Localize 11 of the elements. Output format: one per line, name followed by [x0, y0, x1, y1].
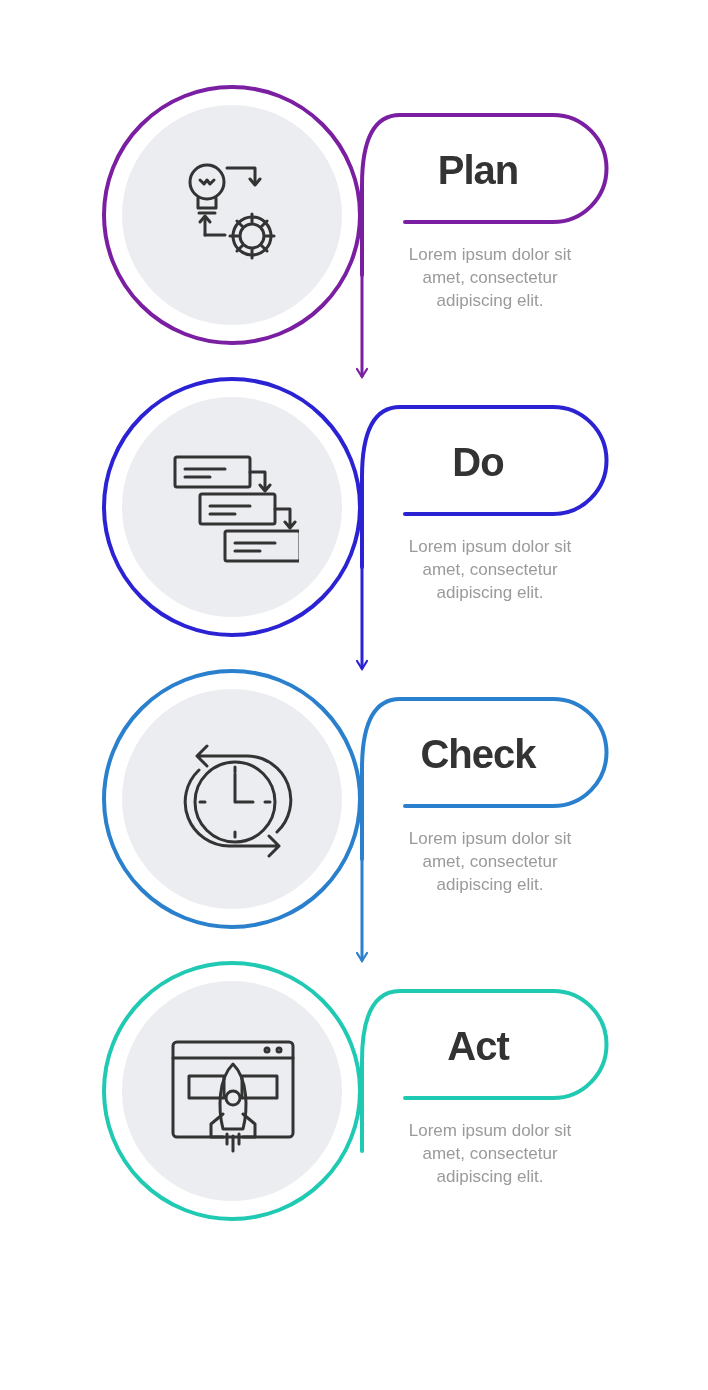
- step-description: Lorem ipsum dolor sit amet, consectetur adipiscing elit.: [407, 828, 573, 896]
- step-title: Check: [419, 731, 538, 778]
- step-title: Plan: [436, 147, 520, 194]
- step-title: Do: [451, 439, 505, 486]
- arrow: [355, 275, 369, 379]
- arrow: [355, 567, 369, 671]
- step-title: Act: [446, 1023, 511, 1070]
- step-description: Lorem ipsum dolor sit amet, consectetur adipiscing elit.: [407, 1120, 573, 1188]
- step-description: Lorem ipsum dolor sit amet, consectetur adipiscing elit.: [407, 244, 573, 312]
- arrow: [355, 859, 369, 963]
- step-description: Lorem ipsum dolor sit amet, consectetur adipiscing elit.: [407, 536, 573, 604]
